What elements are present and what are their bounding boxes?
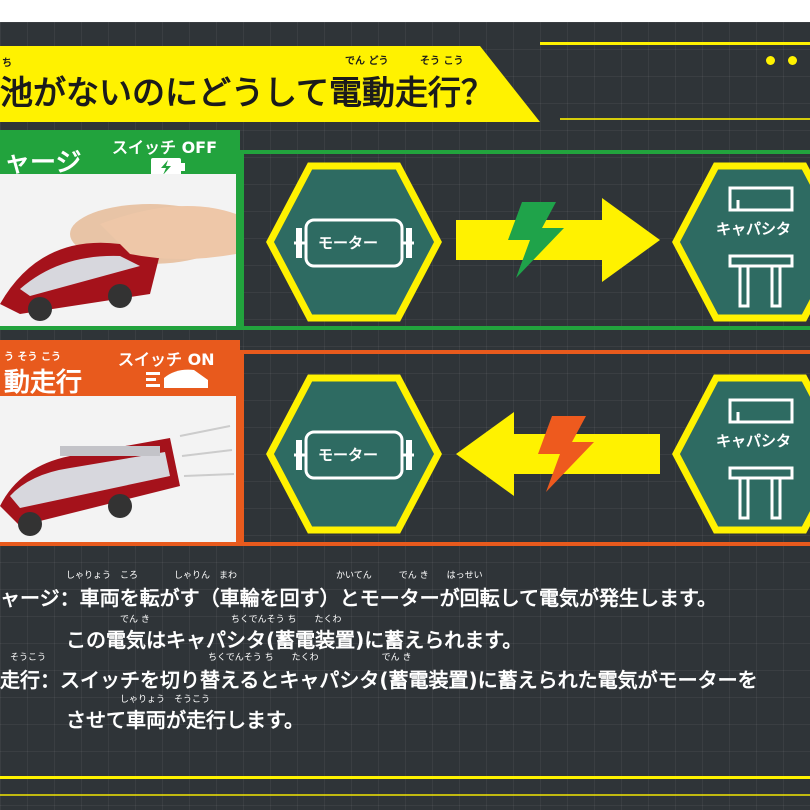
motor-hex xyxy=(266,162,442,322)
title-ruby-soukou: そう こう xyxy=(420,56,464,67)
title-banner xyxy=(0,46,540,122)
drive-photo-area xyxy=(0,396,236,542)
drive-label-ruby: う そう こう xyxy=(4,352,61,363)
charge-label: ャージ xyxy=(4,148,82,178)
desc-ruby-1: しゃりょう ころ しゃりん まわ かいてん でん き はっせい xyxy=(66,571,483,581)
arrow-right-icon xyxy=(456,198,660,282)
charge-photo-area xyxy=(0,174,236,326)
desc-line-4: させて車両が走行します。 xyxy=(66,708,304,732)
arrow-left-icon xyxy=(456,412,660,496)
capacitor-label: キャパシタ xyxy=(716,220,792,238)
capacitor-hex xyxy=(672,374,810,534)
car-speed-icon xyxy=(146,369,208,388)
capacitor-hex xyxy=(672,162,810,322)
desc-line-3: 走行：スイッチを切り替えるとキャパシタ(蓄電装置)に蓄えられた電気がモーターを xyxy=(0,668,758,692)
motor-hex xyxy=(266,374,442,534)
title-ruby-dendou: でん どう xyxy=(345,56,389,67)
desc-ruby-4: しゃりょう そうこう xyxy=(120,695,211,705)
desc-line-2: この電気はキャパシタ(蓄電装置)に蓄えられます。 xyxy=(66,628,523,652)
charge-diagram-frame xyxy=(240,150,810,330)
instruction-board: ち でん どう そう こう 池がないのにどうして電動走行？ ャージ スイッチ O… xyxy=(0,22,810,810)
motor-label: モーター xyxy=(318,234,379,252)
desc-ruby-3: そうこう ちくでんそう ち たくわ でん き xyxy=(10,653,412,663)
toy-car-hand-image xyxy=(0,174,236,326)
switch-off-label: スイッチ OFF xyxy=(112,138,218,157)
capacitor-label: キャパシタ xyxy=(716,432,792,450)
desc-line-1: ャージ：車両を転がす（車輪を回す）とモーターが回転して電気が発生します。 xyxy=(0,586,717,610)
battery-charge-icon xyxy=(151,158,185,176)
deco-dot xyxy=(788,56,797,65)
deco-line-top-2 xyxy=(560,118,810,120)
toy-car-image xyxy=(0,396,236,542)
desc-ruby-2: でん き ちくでんそう ち たくわ xyxy=(120,615,342,625)
drive-label: 動走行 xyxy=(4,368,83,398)
page-title: 池がないのにどうして電動走行？ xyxy=(0,73,495,112)
deco-line-top xyxy=(540,42,810,45)
deco-dot xyxy=(766,56,775,65)
drive-diagram-frame xyxy=(240,350,810,546)
motor-label: モーター xyxy=(318,446,379,464)
deco-line-bottom-2 xyxy=(0,794,810,796)
deco-line-bottom xyxy=(0,776,810,779)
switch-on-label: スイッチ ON xyxy=(118,350,215,369)
title-ruby-chi: ち xyxy=(2,58,12,69)
